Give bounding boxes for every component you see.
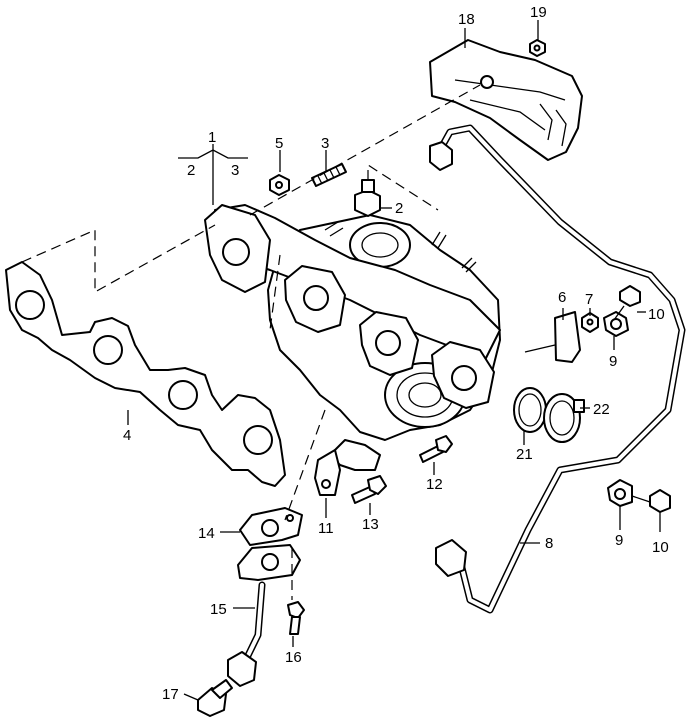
- bolt-10-upper: [613, 285, 641, 321]
- banjo-fitting-17: [197, 679, 233, 717]
- clip-9-upper: [603, 311, 629, 337]
- bolt-12: [419, 435, 453, 463]
- callout-3: 3: [321, 135, 329, 152]
- seal-ring-21: [513, 387, 547, 433]
- assembly-line-6: [269, 254, 281, 331]
- union-fitting-2: [354, 179, 381, 217]
- bolt-10-lower: [631, 489, 671, 513]
- callout-17: 17: [162, 686, 179, 703]
- assembly-line-4: [284, 409, 326, 521]
- callout-8: 8: [545, 535, 553, 552]
- heat-shield: [429, 39, 583, 161]
- clip-9-lower: [607, 479, 633, 507]
- callout-18: 18: [458, 11, 475, 28]
- callout-4: 4: [123, 427, 131, 444]
- nut-5: [269, 174, 290, 196]
- callout-12: 12: [426, 476, 443, 493]
- callout-14: 14: [198, 525, 215, 542]
- nut-19: [529, 39, 546, 57]
- callout-1: 1: [208, 129, 216, 146]
- callout-9a: 9: [609, 353, 617, 370]
- callout-7: 7: [585, 291, 593, 308]
- oil-pipe-15: [227, 544, 301, 687]
- callout-2: 2: [395, 200, 403, 217]
- oil-pipe-8: [429, 124, 686, 614]
- callout-16: 16: [285, 649, 302, 666]
- callout-19: 19: [530, 4, 547, 21]
- gasket-14: [239, 507, 303, 546]
- assembly-line-3: [249, 84, 481, 216]
- callout-13: 13: [362, 516, 379, 533]
- callout-10a: 10: [648, 306, 665, 323]
- callout-6: 6: [558, 289, 566, 306]
- callout-3a: 3: [231, 162, 239, 179]
- manifold-turbo-assembly: [204, 204, 581, 496]
- leader-lines: [127, 20, 661, 701]
- assembly-line-1: [21, 224, 216, 294]
- callout-11: 11: [318, 520, 334, 537]
- callout-10b: 10: [652, 539, 669, 556]
- callout-2a: 2: [187, 162, 195, 179]
- callout-9b: 9: [615, 532, 623, 549]
- stud-3: [311, 163, 347, 187]
- assembly-line-2: [367, 163, 439, 211]
- manifold-gasket: [5, 261, 286, 487]
- bolt-13: [351, 475, 387, 504]
- callout-5: 5: [275, 135, 283, 152]
- callout-15: 15: [210, 601, 227, 618]
- callout-22: 22: [593, 401, 610, 418]
- clamp-22: [543, 393, 585, 443]
- bolt-16: [287, 601, 305, 635]
- callout-21: 21: [516, 446, 533, 463]
